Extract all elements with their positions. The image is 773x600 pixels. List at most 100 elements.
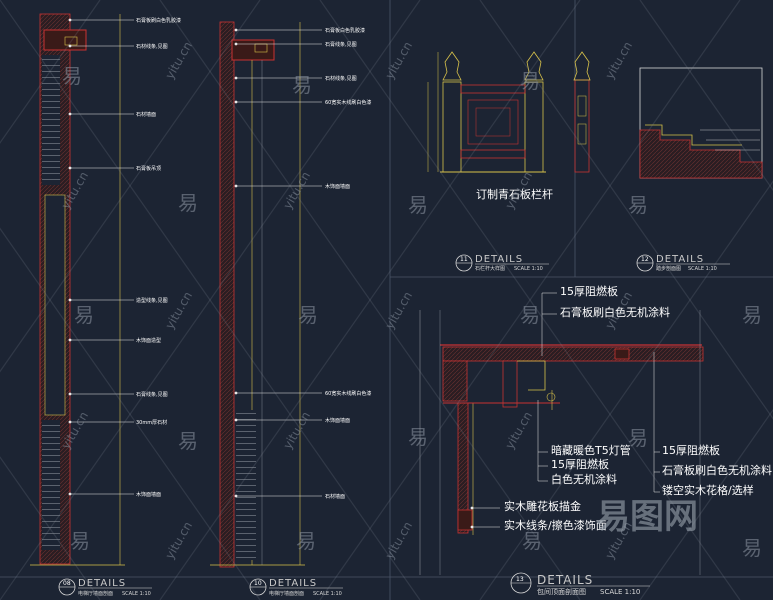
detail-10-leaders	[234, 28, 322, 498]
detail-10-cornice	[231, 39, 275, 61]
detail-08-panel	[44, 194, 66, 416]
watermark-glyph: 易	[628, 193, 648, 217]
watermark-url: yitu.cn	[382, 519, 415, 561]
detail-10-annotation-5-dot	[234, 391, 238, 395]
detail-11-scale: SCALE 1:10	[514, 266, 543, 272]
detail-12-subtitle: 踏步剖面图	[656, 265, 681, 272]
detail-13-left-annotation-1: 15厚阻燃板	[551, 457, 609, 471]
watermark-stroke	[319, 0, 741, 600]
watermark-stroke	[159, 0, 581, 600]
detail-13-leaders	[470, 292, 660, 529]
detail-10-annotation-6-dot	[234, 418, 238, 422]
watermark-url: yitu.cn	[382, 39, 415, 81]
detail-08-annotation-0-dot	[68, 18, 72, 22]
detail-08-annotation-1: 石材线条,见图	[136, 43, 168, 50]
detail-13-right-annotation-0: 15厚阻燃板	[662, 443, 720, 457]
detail-10-annotation-4-dot	[234, 184, 238, 188]
detail-11-title: DETAILS	[475, 254, 523, 265]
watermark-url: yitu.cn	[162, 289, 195, 331]
watermark-stroke	[639, 408, 773, 600]
watermark-stroke	[0, 0, 101, 144]
watermark-stroke	[0, 0, 421, 600]
watermark-stroke	[479, 0, 773, 420]
watermark-url: yitu.cn	[602, 39, 635, 81]
detail-10-annotation-1: 石膏线条,见图	[325, 41, 357, 48]
detail-10-annotation-6: 木饰面墙面	[325, 417, 350, 424]
detail-08-annotation-7-dot	[68, 420, 72, 424]
detail-08-labels: 石膏板刷白色乳胶漆石材线条,见图石材墙面石膏板吊顶造型线条,见图木饰面造型石膏线…	[136, 17, 181, 498]
detail-08-annotation-7: 30mm厚石材	[136, 419, 167, 426]
watermark-stroke	[0, 0, 261, 373]
detail-10-annotation-1-dot	[234, 42, 238, 46]
detail-11-subtitle: 石栏杆大样图	[475, 265, 505, 272]
detail-10-annotation-3-dot	[234, 100, 238, 104]
watermark-glyph: 易	[408, 193, 428, 217]
detail-10-annotation-0: 石膏板白色乳胶漆	[325, 27, 365, 34]
watermark-stroke	[479, 180, 773, 600]
detail-13-bottom-annotation-0: 实木雕花板描金	[504, 499, 581, 513]
detail-08-stair-upper	[42, 55, 60, 185]
watermark-glyph: 易	[74, 303, 94, 327]
watermark-url: yitu.cn	[162, 519, 195, 561]
detail-13-title: DETAILS	[537, 573, 593, 587]
titleblock-12: 12 DETAILS 踏步剖面图 SCALE 1:10	[636, 254, 730, 272]
watermark-stroke	[159, 0, 581, 600]
detail-13-subtitle: 包间顶面剖面图	[537, 587, 586, 596]
detail-13-left-annotation-0: 暗藏暖色T5灯管	[551, 443, 631, 457]
watermark-glyph: 易	[298, 303, 318, 327]
detail-13-bottom-annotation-1-dot	[470, 525, 474, 529]
detail-08-annotation-6: 石膏线条,见图	[136, 391, 168, 398]
watermark-glyph: 易	[178, 429, 198, 453]
watermark-url: yitu.cn	[280, 409, 313, 451]
detail-10-labels: 石膏板白色乳胶漆石膏线条,见图石材线条,见图60宽实木线刷白色漆木饰面墙面60宽…	[325, 27, 371, 500]
detail-11-caption: 订制青石板栏杆	[476, 187, 553, 201]
watermark-stroke	[0, 227, 261, 600]
detail-11-balustrade	[427, 51, 591, 173]
detail-12-step	[639, 67, 763, 179]
watermark-glyph: 易	[292, 73, 312, 97]
watermark-stroke	[0, 456, 101, 600]
watermark-logo: 易图网	[596, 497, 698, 537]
watermark-glyph: 易	[178, 191, 198, 215]
watermark-glyph: 易	[520, 303, 540, 327]
detail-12-title: DETAILS	[656, 254, 704, 265]
titleblock-13: 13 DETAILS 包间顶面剖面图 SCALE 1:10	[510, 572, 650, 596]
detail-13-top-annotation-1: 石膏板刷白色无机涂料	[560, 305, 670, 319]
watermark-url: yitu.cn	[502, 409, 535, 451]
detail-13-bottom-annotation-0-dot	[470, 506, 474, 510]
detail-08-annotation-3-dot	[68, 166, 72, 170]
detail-13-right-annotation-2: 镂空实木花格/选样	[662, 483, 754, 497]
detail-08-annotation-3: 石膏板吊顶	[136, 165, 161, 172]
detail-13-number: 13	[516, 576, 524, 583]
detail-10-number: 10	[254, 580, 262, 587]
detail-10-annotation-2-dot	[234, 76, 238, 80]
detail-08-leaders	[68, 18, 134, 496]
detail-10-title: DETAILS	[269, 578, 317, 589]
detail-08-annotation-4: 造型线条,见图	[136, 297, 168, 304]
detail-08-title: DETAILS	[78, 578, 126, 589]
detail-10	[210, 21, 305, 568]
detail-13-top-annotation-0: 15厚阻燃板	[560, 284, 618, 298]
watermark-glyph: 易	[70, 529, 90, 553]
detail-12-scale: SCALE 1:10	[688, 266, 717, 272]
detail-10-annotation-7-dot	[234, 494, 238, 498]
titleblock-10: 10 DETAILS 电梯厅墙面剖面 SCALE 1:10	[249, 578, 343, 597]
watermark-stroke	[0, 0, 421, 600]
detail-10-annotation-4: 木饰面墙面	[325, 183, 350, 190]
detail-10-annotation-7: 石材墙面	[325, 493, 345, 500]
watermark-glyph: 易	[522, 529, 542, 553]
detail-08-annotation-2: 石材墙面	[136, 111, 156, 118]
detail-08-annotation-2-dot	[68, 112, 72, 116]
detail-10-stair-lower	[236, 410, 256, 560]
watermark-stroke	[639, 0, 773, 192]
detail-08-annotation-8-dot	[68, 492, 72, 496]
detail-08-annotation-6-dot	[68, 392, 72, 396]
titleblock-11: 11 DETAILS 石栏杆大样图 SCALE 1:10	[455, 254, 549, 272]
detail-10-annotation-0-dot	[234, 28, 238, 32]
detail-08-annotation-1-dot	[68, 44, 72, 48]
detail-10-wall	[219, 21, 235, 568]
detail-08-annotation-5: 木饰面造型	[136, 337, 161, 344]
watermark-glyph: 易	[742, 536, 762, 560]
detail-08-annotation-8: 木饰面墙面	[136, 491, 161, 498]
detail-08	[30, 13, 125, 566]
